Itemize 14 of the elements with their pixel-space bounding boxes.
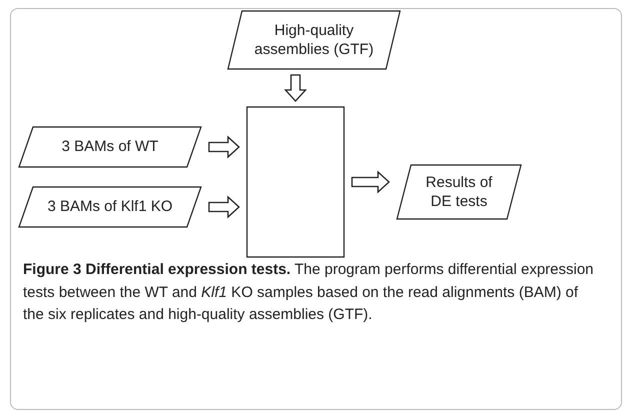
- node-label: High-quality assemblies (GTF): [253, 20, 375, 60]
- figure-caption: Figure 3 Differential expression tests. The program performs differential expression tests between the WT and Klf1 KO samples based on the read alignments (BAM) of the six replicates and high-quality assemblies (GTF).: [23, 260, 595, 325]
- node-label: 3 BAMs of Klf1 KO: [46, 197, 174, 217]
- process-box: [247, 107, 344, 257]
- input-output-parallelogram: [19, 127, 201, 167]
- arrow: [208, 136, 240, 158]
- arrow: [208, 196, 240, 218]
- node-label: 3 BAMs of WT: [60, 137, 160, 157]
- node-label: Results of DE tests: [424, 172, 494, 212]
- input-output-parallelogram: [19, 187, 201, 227]
- input-output-parallelogram: [228, 11, 400, 69]
- arrow: [284, 74, 307, 102]
- arrow: [351, 170, 390, 194]
- input-output-parallelogram: [397, 165, 521, 219]
